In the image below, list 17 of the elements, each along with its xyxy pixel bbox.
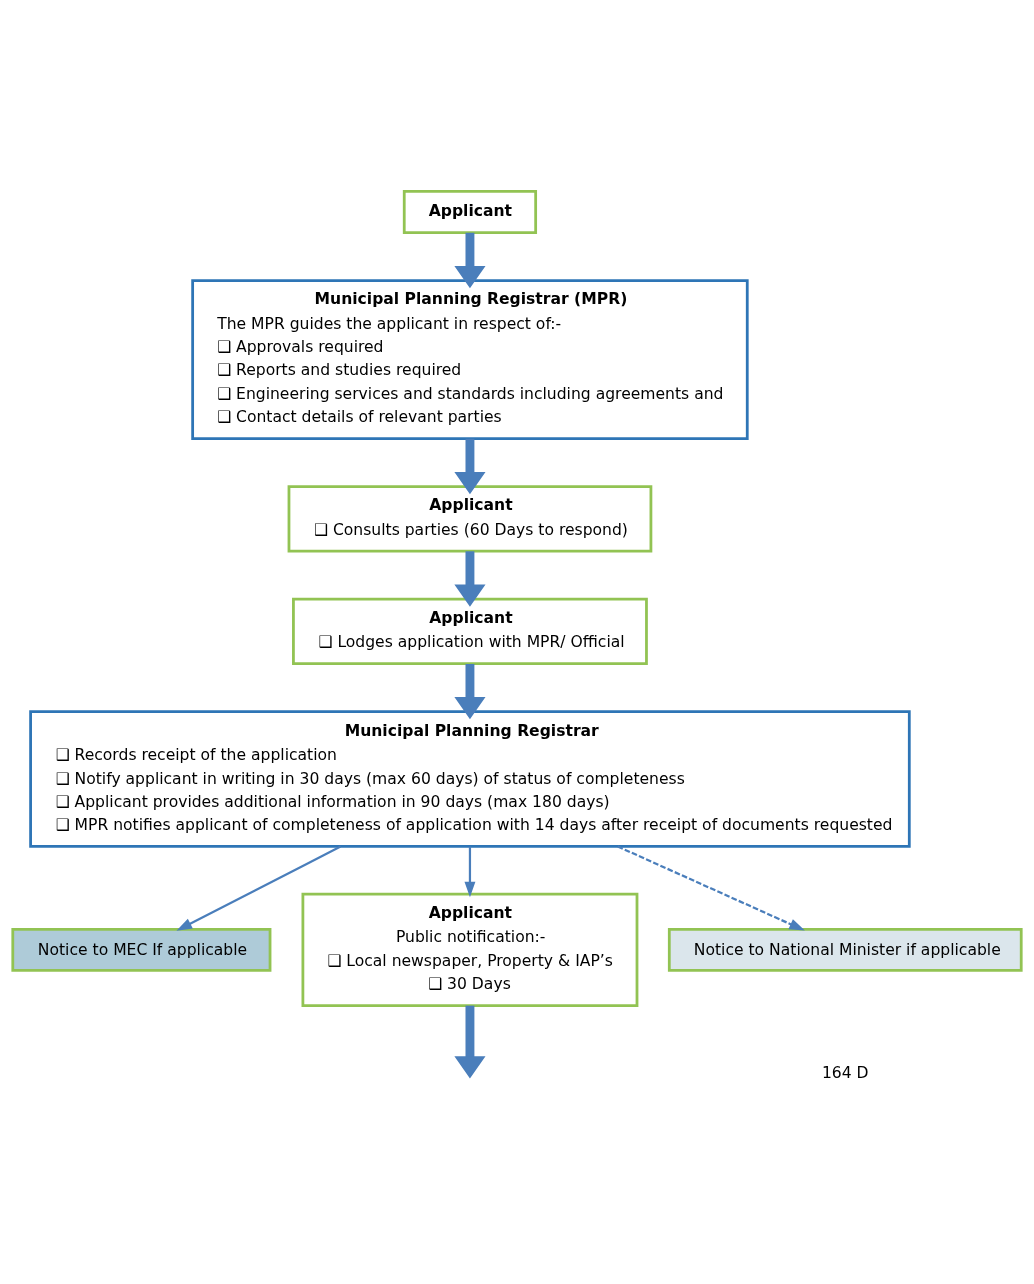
node-box: Applicant ❑ Lodges application with MPR/ Official [292,597,648,665]
node-box: Applicant Public notification:- ❑ Local newspaper, Property & IAP’s ❑ 30 Days [301,892,639,1007]
node-box: Applicant ❑ Consults parties (60 Days to respond) [287,484,653,553]
arrow [454,1005,486,1079]
arrow [176,845,342,931]
label: 164 D [821,1063,869,1082]
arrow [454,438,486,494]
node-box: Notice to MEC If applicable [11,927,272,972]
arrow [454,232,486,288]
arrow [454,550,486,607]
arrow [617,844,805,931]
node-box: Municipal Planning Registrar ❑ Records receipt of the application ❑ Notify applicant in writing in 30 days (max 60 days) of status of completeness ❑ Applicant provides additional information in 90 days (max 180 days) ❑ MPR notifies applicant of completeness of application with 14 days after receipt of documents requested [29,709,911,848]
arrow [454,663,486,719]
node-box: Municipal Planning Registrar (MPR) The MPR guides the applicant in respect of:- ❑ Approvals required ❑ Reports and studies required ❑ Engineering services and standards including agreements and ❑ Contact details of relevant parties [191,278,749,440]
arrow [464,846,476,897]
node-box: Applicant [402,189,538,234]
node-box: Notice to National Minister if applicable [667,927,1023,972]
